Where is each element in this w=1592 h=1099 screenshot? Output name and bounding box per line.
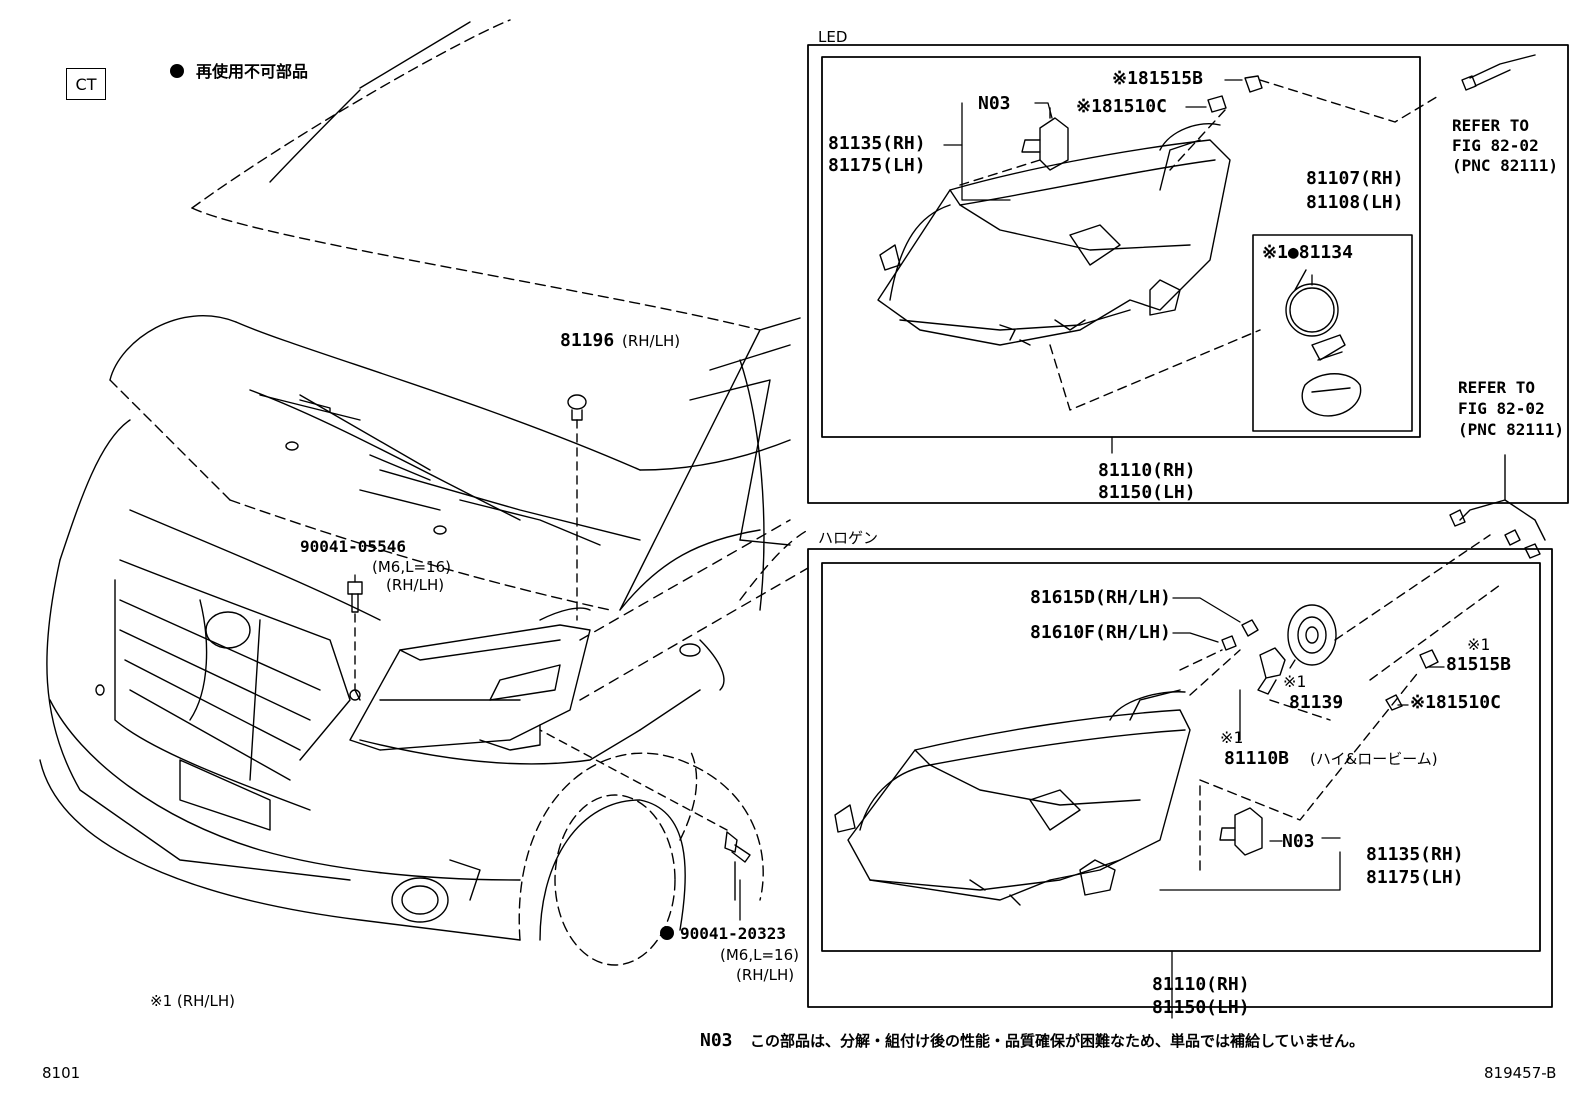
bolt-90041-20323-label: 90041-20323	[660, 926, 786, 942]
led-cover-rh-label: 81107(RH)	[1306, 168, 1404, 189]
halogen-bulb-81110b-label: 81110B	[1224, 748, 1290, 769]
halogen-socket-81610f-label: 81610F(RH/LH)	[1030, 622, 1171, 643]
led-assy-rh-label: 81110(RH)	[1098, 460, 1196, 481]
halogen-frame-outer	[807, 548, 1553, 1008]
led-unit-lh-label: 81175(LH)	[828, 155, 926, 176]
led-section-title: LED	[818, 28, 848, 46]
bolt-90041-05546-side: (RH/LH)	[386, 576, 445, 594]
halogen-unit-rh-label: 81135(RH)	[1366, 844, 1464, 865]
led-seal-81134-label: ※1●81134	[1262, 242, 1353, 263]
halogen-bulb-81110b-desc: (ハイ&ロービーム)	[1310, 750, 1438, 768]
clip-81196-label: 81196	[560, 330, 615, 351]
led-assy-lh-label: 81150(LH)	[1098, 482, 1196, 503]
led-bulb-81510c-label: ※181510C	[1076, 96, 1167, 117]
halogen-cap-81139-label: 81139	[1289, 692, 1344, 713]
halogen-mark1-cap: ※1	[1283, 672, 1307, 691]
refer-note-2-line1: REFER TO	[1458, 378, 1536, 397]
bolt-90041-05546-label: 90041-05546	[300, 537, 406, 556]
halogen-bulb-81515b-label: 81515B	[1446, 654, 1512, 675]
footnote-mark-1: ※1 (RH/LH)	[150, 992, 235, 1010]
halogen-n03-label: N03	[1282, 831, 1315, 852]
led-frame-outer	[807, 44, 1569, 504]
non-reusable-legend: 再使用不可部品	[170, 64, 308, 80]
non-reusable-text: 再使用不可部品	[196, 62, 309, 81]
bolt-90041-20323-number: 90041-20323	[680, 924, 786, 943]
halogen-bulb-81510c-label: ※181510C	[1410, 692, 1501, 713]
label-leaders	[354, 79, 1445, 1019]
wiring-refs	[1449, 54, 1546, 559]
clip-81196-side: (RH/LH)	[622, 332, 681, 350]
non-reusable-dot-icon	[660, 926, 674, 940]
led-unit-rh-label: 81135(RH)	[828, 133, 926, 154]
footer-n03-note: この部品は、分解・組付け後の性能・品質確保が困難なため、単品では補給していません…	[750, 1032, 1365, 1050]
vehicle-drawing	[39, 19, 809, 966]
refer-note-2-line3: (PNC 82111)	[1458, 420, 1564, 439]
refer-note-1-line2: FIG 82-02	[1452, 136, 1539, 155]
page-number-left: 8101	[42, 1064, 81, 1082]
bolt-90041-05546-spec: (M6,L=16)	[372, 558, 451, 576]
led-detail-frame	[1252, 234, 1413, 432]
led-n03-label: N03	[978, 93, 1011, 114]
halogen-section-title: ハロゲン	[818, 529, 879, 547]
bolt-90041-20323-side: (RH/LH)	[736, 966, 795, 984]
halogen-assy-rh-label: 81110(RH)	[1152, 974, 1250, 995]
refer-note-2-line2: FIG 82-02	[1458, 399, 1545, 418]
refer-note-1-line3: (PNC 82111)	[1452, 156, 1558, 175]
refer-note-1-line1: REFER TO	[1452, 116, 1530, 135]
halogen-mark1-bulb: ※1	[1220, 728, 1244, 747]
footer-n03-code: N03	[700, 1030, 733, 1051]
halogen-headlamp	[834, 534, 1501, 906]
halogen-frame-inner	[821, 562, 1541, 952]
halogen-unit-lh-label: 81175(LH)	[1366, 867, 1464, 888]
code-box-ct: CT	[66, 68, 106, 100]
halogen-assy-lh-label: 81150(LH)	[1152, 997, 1250, 1018]
page-number-right: 819457-B	[1484, 1064, 1557, 1082]
led-cover-lh-label: 81108(LH)	[1306, 192, 1404, 213]
halogen-socket-81615d-label: 81615D(RH/LH)	[1030, 587, 1171, 608]
bolt-90041-20323-spec: (M6,L=16)	[720, 946, 799, 964]
non-reusable-dot-icon	[170, 64, 184, 78]
led-bulb-81515b-label: ※181515B	[1112, 68, 1203, 89]
led-frame-inner	[821, 56, 1421, 438]
halogen-mark1-b: ※1	[1467, 635, 1491, 654]
